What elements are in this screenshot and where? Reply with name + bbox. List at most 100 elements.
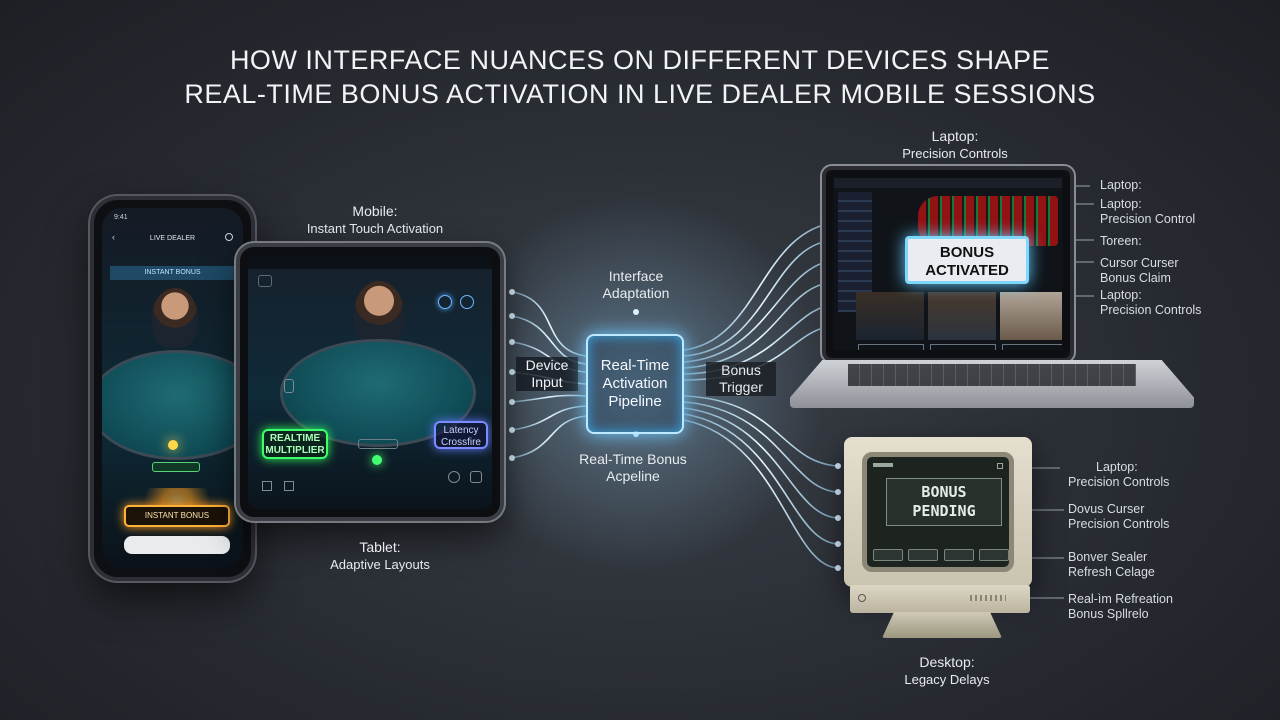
laptop-keyboard: [848, 364, 1136, 386]
laptop-control-2[interactable]: [930, 344, 996, 350]
chip-icon[interactable]: [168, 440, 178, 450]
desktop-caption: Legacy Delays: [904, 672, 990, 687]
tablet-heading: Tablet:: [359, 539, 401, 555]
laptop-side-5-line1: Laptop:: [1100, 288, 1142, 302]
title-line-1: HOW INTERFACE NUANCES ON DIFFERENT DEVIC…: [229, 45, 1051, 75]
laptop-side-label-1: Laptop:: [1100, 178, 1142, 193]
laptop-menubar: [834, 178, 1062, 188]
pipeline-line3: Pipeline: [608, 393, 662, 410]
crt-stand: [882, 612, 1002, 638]
latency-button[interactable]: Latency Crossfire: [434, 421, 488, 449]
laptop-side-5-line2: Precision Controls: [1100, 303, 1202, 317]
laptop-controls[interactable]: [858, 344, 1062, 350]
interface-adaptation-label: Interface Adaptation: [581, 268, 691, 302]
crt-button-3[interactable]: [943, 549, 974, 561]
tablet-device: REALTIME MULTIPLIER Latency Crossfire: [236, 243, 504, 521]
desktop-side-2-line2: Precision Controls: [1068, 517, 1170, 531]
settings-icon[interactable]: [225, 233, 233, 241]
bonus-activated-popup: BONUS ACTIVATED: [905, 236, 1029, 284]
side-control-icon[interactable]: [284, 379, 294, 393]
crt-indicator: [873, 463, 893, 467]
tablet-caption: Adaptive Layouts: [330, 557, 430, 572]
phone-device: 9:41 ‹ LIVE DEALER INSTANT BONUS INSTANT…: [90, 196, 255, 581]
trigger-line1: Bonus: [721, 362, 761, 378]
crt-button-1[interactable]: [873, 549, 903, 561]
laptop-side-4-line2: Bonus Claim: [1100, 271, 1171, 285]
laptop-side-label-2: Laptop:Precision Control: [1100, 197, 1195, 227]
laptop-side-4-line1: Cursor Curser: [1100, 256, 1179, 270]
laptop-heading: Laptop:: [931, 128, 979, 144]
camera-feed-1: [856, 292, 924, 340]
camera-feed-3: [1000, 292, 1062, 340]
menu-icon[interactable]: [258, 275, 272, 287]
chat-icon[interactable]: [460, 295, 474, 309]
camera-icon[interactable]: [438, 295, 452, 309]
bottom-line1: Real-Time Bonus: [579, 451, 687, 467]
laptop-side-label-3: Toreen:: [1100, 234, 1142, 249]
laptop-side-label-5: Laptop:Precision Controls: [1100, 288, 1201, 318]
desktop-side-4-line2: Bonus Spllrelo: [1068, 607, 1149, 621]
laptop-side-3-line1: Toreen:: [1100, 234, 1142, 248]
desktop-side-1-line2: Precision Controls: [1068, 475, 1170, 489]
info-icon[interactable]: [448, 471, 460, 483]
back-chevron-icon[interactable]: ‹: [112, 232, 115, 242]
phone-action-button[interactable]: [124, 536, 230, 554]
phone-screen: 9:41 ‹ LIVE DEALER INSTANT BONUS INSTANT…: [102, 208, 243, 569]
pipeline-line2: Activation: [602, 375, 668, 392]
realtime-multiplier-button[interactable]: REALTIME MULTIPLIER: [262, 429, 328, 459]
share-icon[interactable]: [470, 471, 482, 483]
laptop-side-2-line2: Precision Control: [1100, 212, 1196, 226]
bonus-activated-line1: BONUS: [939, 244, 995, 261]
desktop-side-2-line1: Dovus Curser: [1068, 502, 1145, 516]
laptop-side-1-line1: Laptop:: [1100, 178, 1142, 192]
desktop-side-3-line1: Bonver Sealer: [1068, 550, 1148, 564]
bonus-activated-line2: ACTIVATED: [925, 262, 1009, 279]
bet-slot[interactable]: [358, 439, 398, 449]
device-input-line1: Device: [525, 357, 569, 373]
laptop-control-1[interactable]: [858, 344, 924, 350]
power-icon[interactable]: [858, 594, 866, 602]
title-line-2: REAL-TIME BONUS ACTIVATION IN LIVE DEALE…: [184, 79, 1096, 109]
tool-icon-2[interactable]: [284, 481, 294, 491]
laptop-control-3[interactable]: [1002, 344, 1062, 350]
camera-feed-2: [928, 292, 996, 340]
mobile-heading: Mobile:: [352, 203, 398, 219]
pipeline-line1: Real-Time: [600, 357, 670, 374]
mobile-caption: Instant Touch Activation: [306, 221, 444, 236]
device-input-label: Device Input: [516, 357, 578, 391]
camera-strip: [856, 292, 1062, 340]
laptop-caption: Precision Controls: [902, 146, 1008, 161]
dealer-image: [152, 288, 198, 348]
desktop-heading: Desktop:: [919, 654, 975, 670]
tablet-screen: REALTIME MULTIPLIER Latency Crossfire: [248, 255, 492, 509]
tablet-label: Tablet: Adaptive Layouts: [300, 539, 460, 573]
tablet-top-bar: [248, 255, 492, 269]
desktop-label: Desktop: Legacy Delays: [872, 654, 1022, 688]
status-dot-icon: [372, 455, 382, 465]
crt-close-icon[interactable]: [997, 463, 1003, 469]
bonus-trigger-label: Bonus Trigger: [706, 362, 776, 396]
device-input-line2: Input: [531, 374, 563, 390]
instant-bonus-button[interactable]: INSTANT BONUS: [124, 505, 230, 527]
bet-indicator: [152, 462, 200, 472]
bonus-pending-line2: PENDING: [912, 502, 976, 520]
laptop-side-2-line1: Laptop:: [1100, 197, 1142, 211]
bottom-line2: Acpeline: [606, 468, 660, 484]
tablet-dealer-image: [354, 281, 404, 347]
phone-banner: INSTANT BONUS: [110, 266, 235, 280]
crt-button-4[interactable]: [978, 549, 1009, 561]
vent-grille: [970, 595, 1006, 601]
interface-label-line2: Adaptation: [602, 285, 670, 301]
phone-status-time: 9:41: [114, 214, 128, 221]
bonus-pending-line1: BONUS: [921, 483, 967, 501]
app-title: LIVE DEALER: [149, 235, 196, 242]
crt-base: [850, 585, 1030, 613]
crt-button-2[interactable]: [908, 549, 939, 561]
activation-pipeline-node: Real-Time Activation Pipeline: [586, 334, 684, 434]
laptop-label: Laptop: Precision Controls: [880, 128, 1030, 162]
mobile-label: Mobile: Instant Touch Activation: [290, 203, 460, 237]
tool-icon[interactable]: [262, 481, 272, 491]
